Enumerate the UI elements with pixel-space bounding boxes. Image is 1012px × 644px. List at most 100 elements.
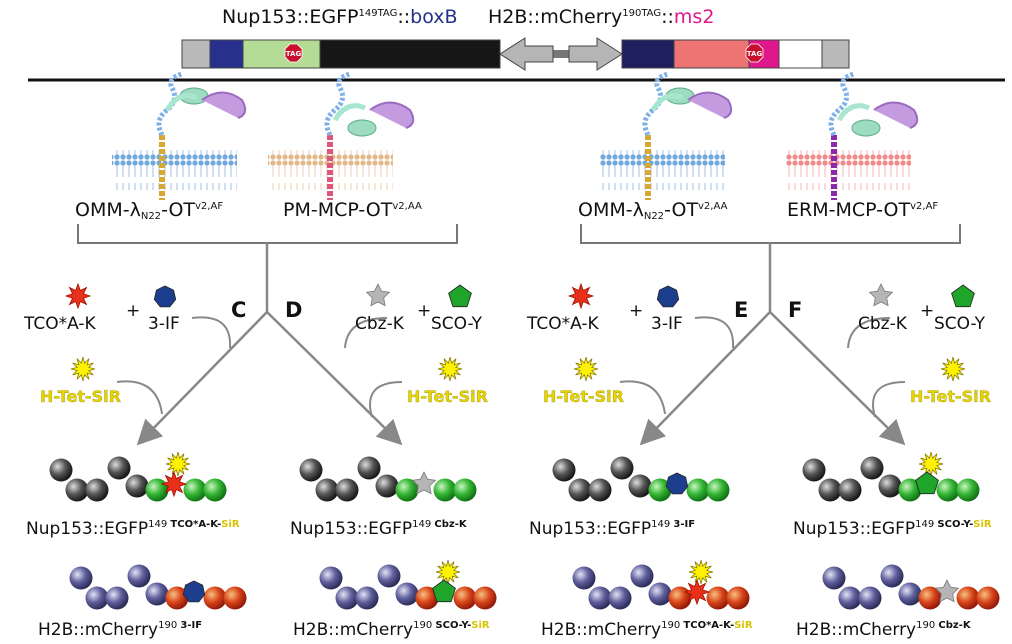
domain [164,93,199,112]
residue-ball [453,478,477,502]
protein-chains [49,451,1000,610]
construct-sub: N22 [140,211,162,222]
residue-ball [686,478,710,502]
gray-star-icon [411,471,437,495]
group-0 [64,224,472,446]
bracket [580,224,961,244]
enzyme-domain [873,101,919,129]
residue-ball [453,586,477,610]
left-gene-label: Nup153::EGFP149TAG::boxB [222,8,458,27]
dye-curve [116,380,163,415]
product-name: H2B::mCherry [796,620,917,640]
residue-ball [572,566,596,590]
reagent-curve [847,317,891,349]
residue-ball [415,586,439,610]
green-pentagon-icon [915,471,939,495]
modification: 3-IF [180,620,203,631]
plus-sign: + [629,301,644,321]
residue: 190 [158,620,178,631]
residue-ball [822,566,846,590]
construct-label: OMM-λN22-OTv2,AA [578,201,727,222]
residue-ball [668,586,692,610]
bracket [77,224,458,244]
reagent-label: 3-IF [651,314,683,334]
gray-star-icon [868,283,894,307]
blue-heptagon-icon [665,472,689,495]
lipid-bilayer [112,150,237,190]
construct-sup: v2,AA [392,201,422,212]
nup153-product-label: Nup153::EGFP149 TCO*A-K-SiR [26,520,240,538]
residue-ball [726,586,750,610]
h2b-chain [69,564,247,610]
membrane-illustration [786,71,919,200]
stop-sign-icon [745,43,764,63]
construct-name: OMM-λ [578,199,644,221]
blue-heptagon-icon [656,285,680,308]
enzyme-domain [369,101,415,129]
construct-name: OMM-λ [75,199,141,221]
residue-ball [918,586,942,610]
modification: Cbz-K [938,620,971,631]
green-pentagon-icon [951,284,975,308]
stop-label: TAG [747,50,763,58]
nup153-chain [299,456,477,502]
residue: 190 [661,620,681,631]
panel-letter: F [788,298,803,322]
residue-ball [69,566,93,590]
domain [332,103,367,122]
right-gene-label: H2B::mCherry190TAG::ms2 [488,8,714,27]
plus-sign: + [920,301,935,321]
construct-label: OMM-λN22-OTv2,AF [75,201,223,222]
modification: TCO*A-K- [683,620,735,631]
reaction-flow [64,224,975,446]
residue-ball [65,478,89,502]
green-pentagon-icon [448,284,472,308]
h2b-product-label: H2B::mCherry190 3-IF [38,621,202,639]
residue-ball [145,478,169,502]
membrane-illustration [268,71,415,200]
residue-ball [838,478,862,502]
residue-ball [860,456,884,480]
right-arrow-promoter-icon [568,37,623,71]
residue-ball [49,458,73,482]
reagent-label: SCO-Y [934,314,986,334]
left-arrow-promoter-icon [499,37,554,71]
plus-sign: + [126,301,141,321]
blue-heptagon-icon [182,580,206,603]
residue: 149 [412,519,432,530]
dye-label: H-Tet-SiR [543,387,624,406]
residue-ball [335,586,359,610]
rna-tag: boxB [410,6,458,28]
dye-label: H-Tet-SiR [910,387,991,406]
yellow-sun-icon [70,356,96,382]
gray-star-icon [365,283,391,307]
residue-ball [125,474,149,498]
red-star-icon [64,282,92,310]
h2b-chain [319,559,497,610]
nup153-product-label: Nup153::EGFP149 3-IF [529,520,695,538]
membranes [112,71,919,200]
gene-sup: 190TAG [622,8,662,19]
residue-ball [878,474,902,498]
modification: TCO*A-K- [170,519,222,530]
residue-ball [357,456,381,480]
residue-ball [315,478,339,502]
residue-ball [355,586,379,610]
yellow-sun-icon [940,356,966,382]
dye-label: H-Tet-SiR [40,387,121,406]
residue-ball [858,586,882,610]
construct-sub: N22 [643,211,665,222]
residue: 190 [413,620,433,631]
modification: SCO-Y- [435,620,472,631]
membrane-illustration [600,71,733,200]
modification: SCO-Y- [937,519,974,530]
linker [324,71,351,137]
reagent-curve [191,316,232,349]
yellow-sun-icon [435,559,461,585]
yellow-sun-icon [437,356,463,382]
panel-letter: D [285,298,303,322]
residue-ball [628,474,652,498]
residue-ball [588,478,612,502]
residue-ball [648,478,672,502]
nup153-product-label: Nup153::EGFP149 Cbz-K [290,520,467,538]
